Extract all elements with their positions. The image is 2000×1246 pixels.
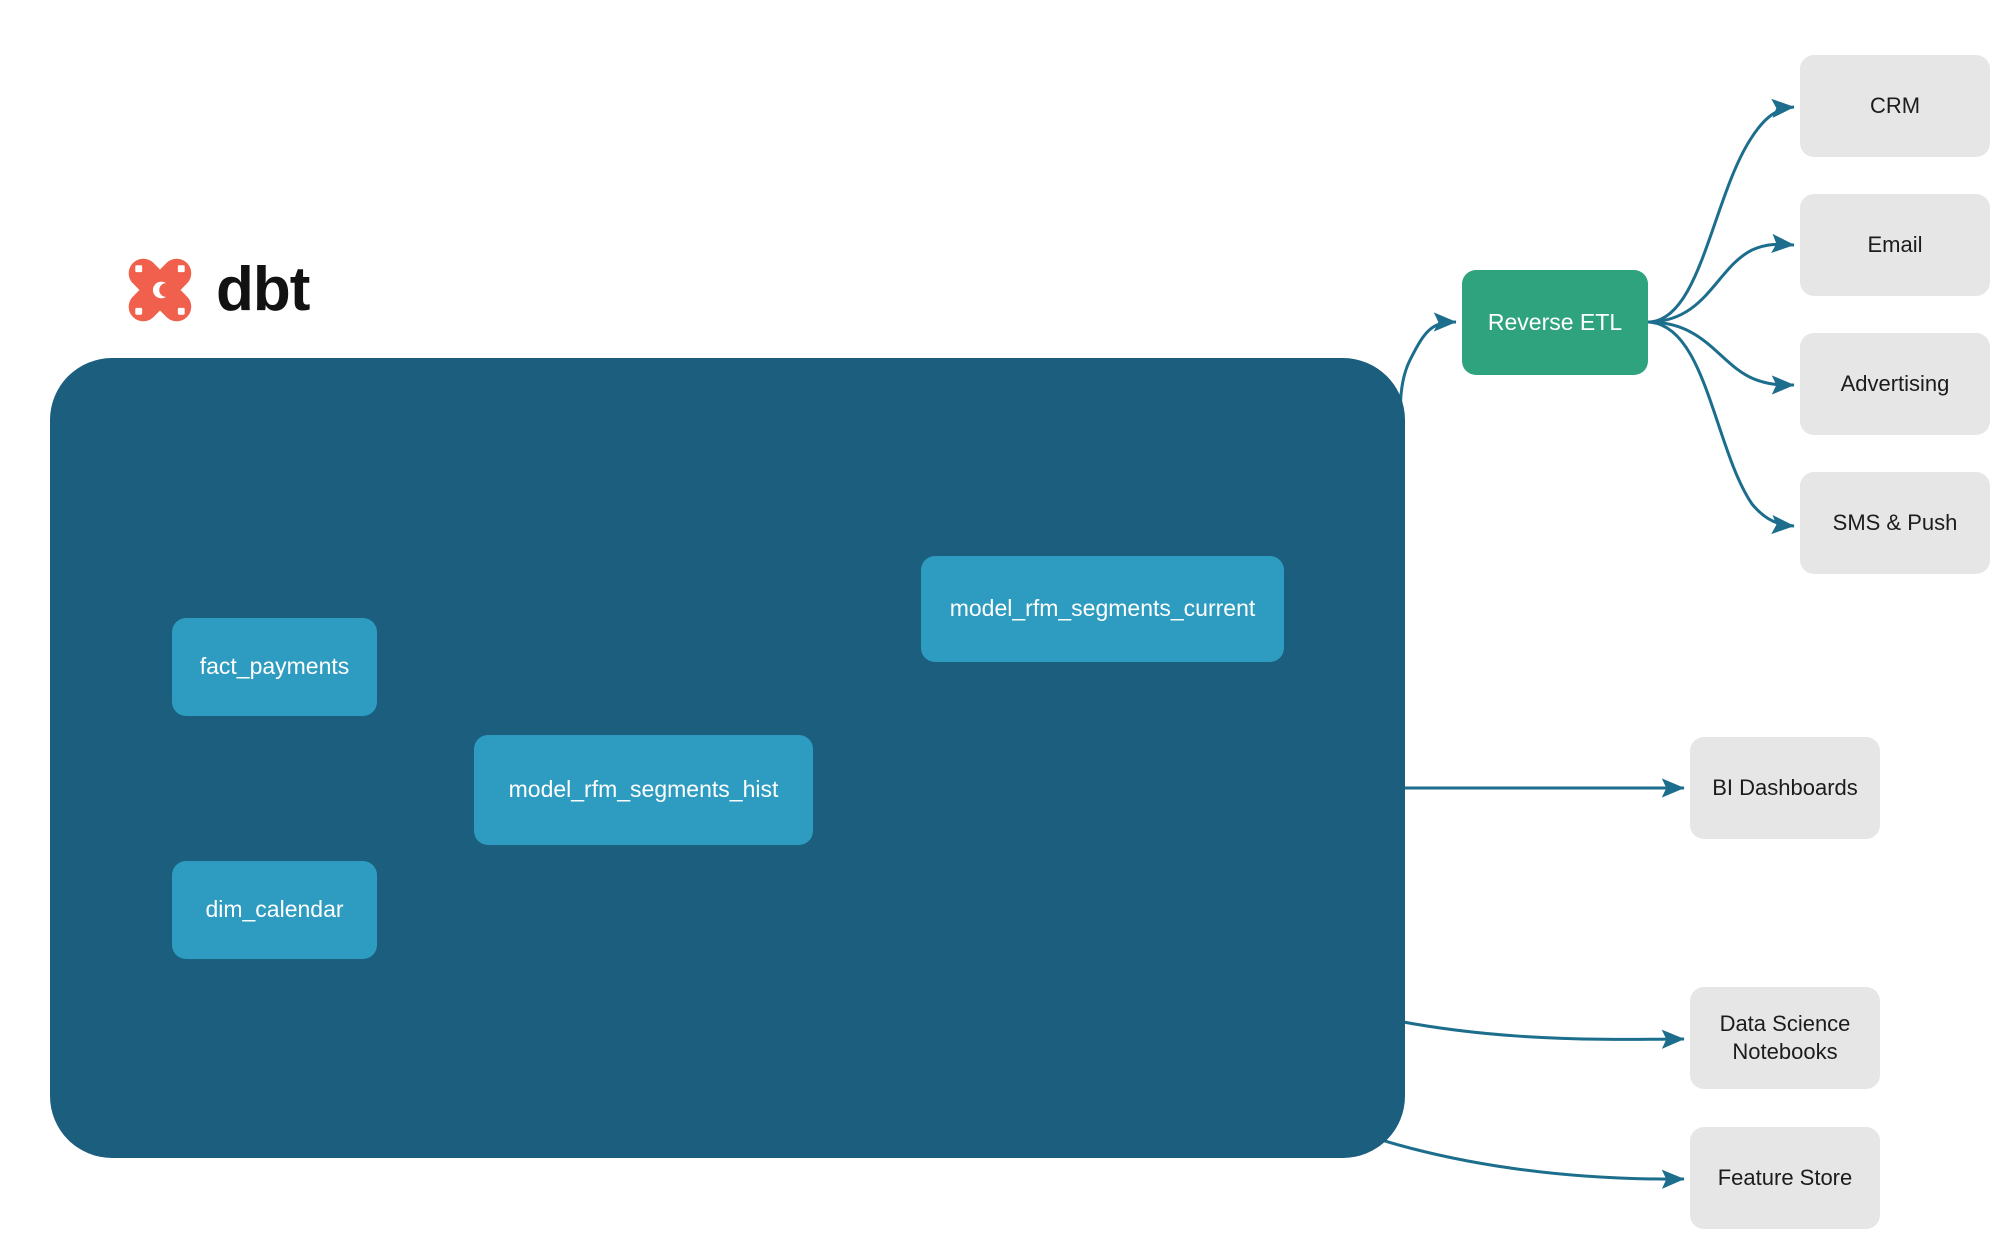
dbt-wordmark: dbt — [216, 255, 310, 324]
node-bi-dashboards[interactable]: BI Dashboards — [1690, 737, 1880, 839]
edge-reverse-etl-to-sms-push — [1647, 320, 1795, 535]
node-crm[interactable]: CRM — [1800, 55, 1990, 157]
node-label: Email — [1867, 231, 1923, 257]
node-label: Feature Store — [1717, 1164, 1853, 1190]
node-dim-calendar[interactable]: dim_calendar — [172, 861, 377, 959]
node-label-line-2: Notebooks — [1732, 1039, 1838, 1064]
node-reverse-etl[interactable]: Reverse ETL — [1462, 270, 1648, 375]
node-model-rfm-segments-hist[interactable]: model_rfm_segments_hist — [474, 735, 813, 845]
dbt-logo-icon — [128, 258, 192, 322]
node-advertising[interactable]: Advertising — [1800, 333, 1990, 435]
node-label: Advertising — [1840, 370, 1950, 396]
node-feature-store[interactable]: Feature Store — [1690, 1127, 1880, 1229]
edge-reverse-etl-to-crm — [1647, 98, 1795, 324]
node-model-rfm-segments-current[interactable]: model_rfm_segments_current — [921, 556, 1284, 662]
edge-reverse-etl-to-email — [1647, 233, 1795, 324]
node-fact-payments[interactable]: fact_payments — [172, 618, 377, 716]
node-email[interactable]: Email — [1800, 194, 1990, 296]
node-label: fact_payments — [199, 653, 350, 680]
node-label: model_rfm_segments_hist — [508, 776, 779, 803]
node-label: model_rfm_segments_current — [949, 595, 1256, 622]
node-label: SMS & Push — [1832, 509, 1958, 535]
node-label: Reverse ETL — [1487, 308, 1623, 335]
node-label: dim_calendar — [205, 896, 344, 923]
node-sms-push[interactable]: SMS & Push — [1800, 472, 1990, 574]
node-label-line-1: Data Science — [1719, 1010, 1851, 1036]
edge-reverse-etl-to-advertising — [1647, 320, 1795, 395]
dbt-brand: dbt — [122, 252, 310, 328]
node-label: CRM — [1869, 92, 1921, 118]
node-label: BI Dashboards — [1712, 774, 1858, 800]
